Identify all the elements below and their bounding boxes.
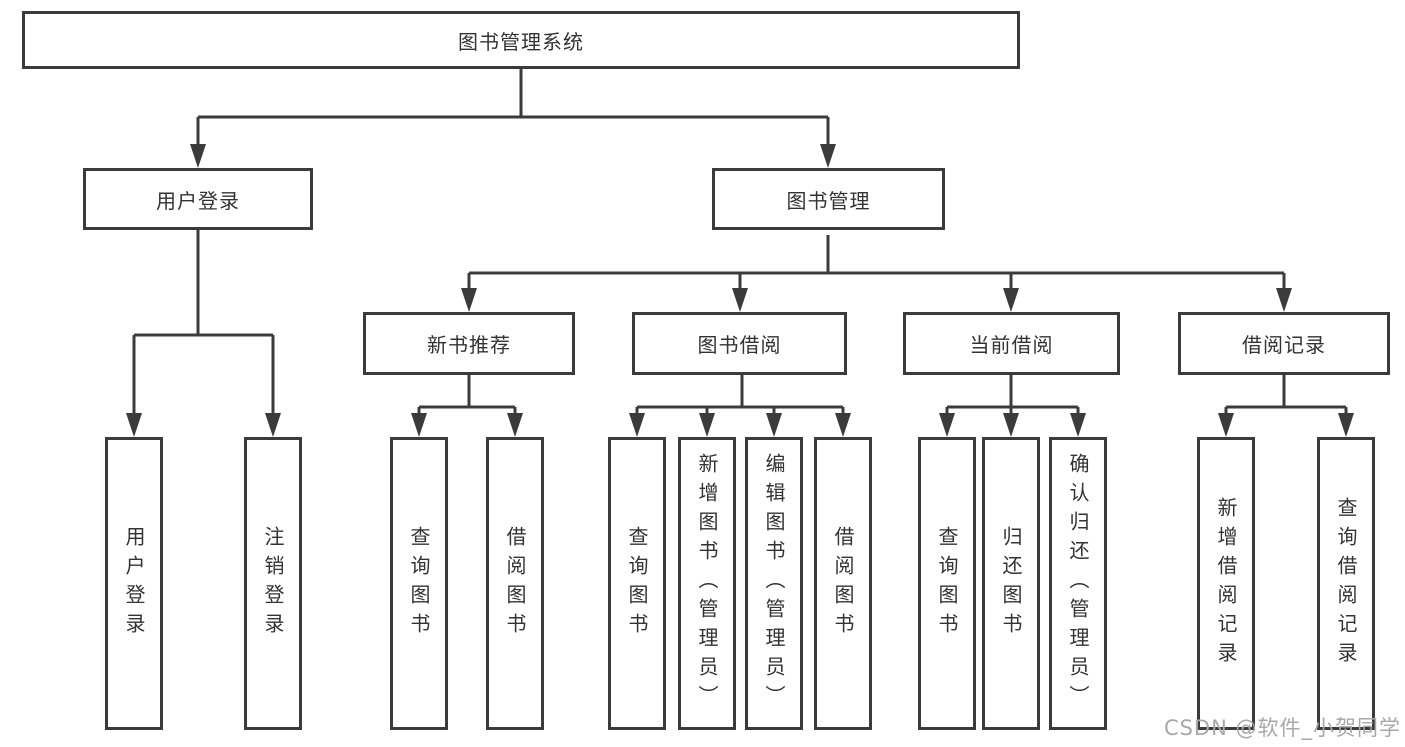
node-book-management: 图书管理 — [712, 168, 945, 230]
node-current-borrow: 当前借阅 — [903, 312, 1120, 375]
node-borrow-records: 借阅记录 — [1178, 312, 1390, 375]
leaf-return-books: 归还图书 — [982, 437, 1040, 730]
node-user-login: 用户登录 — [83, 168, 313, 230]
connector-book-management-children — [461, 235, 1292, 312]
connector-records-children — [1218, 375, 1354, 437]
connector-user-login-children — [126, 230, 281, 437]
leaf-query-borrow-record: 查询借阅记录 — [1317, 437, 1375, 730]
leaf-borrow-books: 借阅图书 — [814, 437, 872, 730]
leaf-logout: 注销登录 — [244, 437, 302, 730]
leaf-query-books-recommend: 查询图书 — [390, 437, 448, 730]
node-new-book-recommend: 新书推荐 — [363, 312, 575, 375]
leaf-confirm-return-admin: 确认归还（管理员） — [1049, 437, 1107, 730]
connector-root-to-level2 — [190, 69, 836, 168]
leaf-query-books-current: 查询图书 — [918, 437, 976, 730]
leaf-query-books-borrow: 查询图书 — [608, 437, 666, 730]
leaf-borrow-books-recommend: 借阅图书 — [486, 437, 544, 730]
node-book-borrow: 图书借阅 — [632, 312, 847, 375]
connector-borrow-children — [629, 375, 851, 437]
node-library-management-system: 图书管理系统 — [22, 11, 1020, 69]
watermark: CSDN @软件_小贺同学 — [1163, 716, 1401, 740]
leaf-user-login: 用户登录 — [105, 437, 163, 730]
leaf-add-borrow-record: 新增借阅记录 — [1197, 437, 1255, 730]
connector-recommend-children — [411, 375, 523, 437]
leaf-edit-books-admin: 编辑图书（管理员） — [745, 437, 803, 730]
connector-current-children — [939, 375, 1086, 437]
leaf-add-books-admin: 新增图书（管理员） — [678, 437, 736, 730]
